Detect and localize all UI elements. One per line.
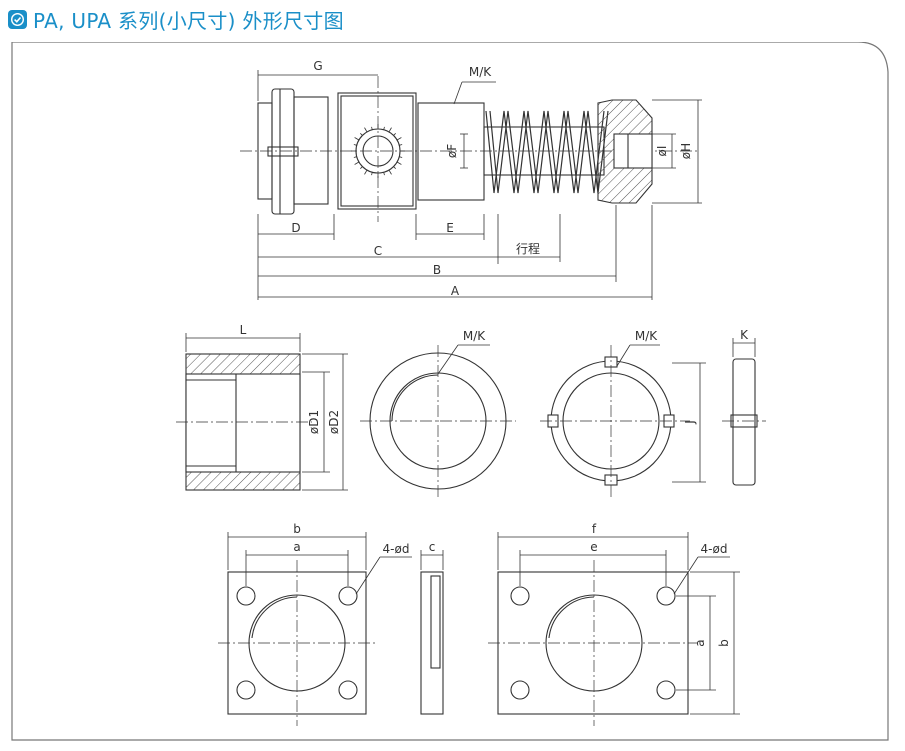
dial-tick (393, 166, 396, 169)
label-stroke: 行程 (516, 241, 540, 256)
label-MK-top: M/K (469, 65, 492, 79)
dial-tick (393, 133, 396, 136)
label-c: c (429, 540, 436, 554)
label-MK-slotted: M/K (635, 329, 658, 343)
label-MK-ring: M/K (463, 329, 486, 343)
dial-tick (399, 156, 403, 158)
drawing-frame: G M/K øF øI øH D E 行程 C B A L øD1 øD2 M/… (11, 42, 895, 742)
dial-tick (383, 126, 385, 130)
dial-tick (360, 133, 363, 136)
technical-drawing: G M/K øF øI øH D E 行程 C B A L øD1 øD2 M/… (11, 42, 889, 741)
label-C: C (374, 244, 382, 258)
flange-square-dimensions (227, 532, 412, 595)
dial-tick (396, 137, 402, 141)
dial-tick (371, 126, 373, 130)
dial-tick (354, 137, 360, 141)
dial-tick (353, 144, 357, 146)
label-holes-left: 4-ød (383, 542, 410, 556)
assembly-dimensions (257, 70, 702, 300)
sleeve-section (176, 353, 312, 491)
dial-tick (364, 169, 368, 175)
label-K: K (740, 328, 749, 342)
frame-border (11, 42, 889, 741)
title-bar: PA, UPA 系列(小尺寸) 外形尺寸图 (8, 4, 344, 34)
dial-tick (354, 161, 360, 165)
flange-rectangular-dimensions (497, 532, 740, 715)
label-J: J (683, 420, 697, 425)
ring-nut-side (722, 338, 766, 486)
label-b-right: b (717, 639, 731, 647)
label-phiI: øI (655, 146, 669, 157)
label-holes-right: 4-ød (701, 542, 728, 556)
dial-tick (388, 127, 392, 133)
dial-tick (353, 156, 357, 158)
label-a-left: a (293, 540, 300, 554)
label-a-right: a (693, 639, 707, 646)
dial-tick (360, 166, 363, 169)
assembly-side-view (240, 76, 700, 222)
ring-nut-front (360, 344, 516, 500)
label-A: A (451, 284, 460, 298)
label-D: D (291, 221, 300, 235)
label-phiF: øF (445, 144, 459, 158)
dial-tick (383, 172, 385, 176)
label-b-left: b (293, 522, 301, 536)
dial-tick (364, 127, 368, 133)
dial-tick (371, 172, 373, 176)
label-phiD2: øD2 (327, 410, 341, 434)
sleeve-dimensions (185, 333, 348, 491)
label-phiH: øH (679, 143, 693, 159)
label-e: e (590, 540, 597, 554)
page-title: PA, UPA 系列(小尺寸) 外形尺寸图 (33, 8, 344, 33)
label-L: L (240, 323, 247, 337)
label-E: E (446, 221, 454, 235)
dial-tick (396, 161, 402, 165)
label-f: f (592, 522, 597, 536)
label-B: B (433, 263, 441, 277)
check-box-icon (8, 9, 27, 29)
flange-square (218, 560, 376, 726)
flange-rectangular (488, 560, 698, 726)
dial-tick (388, 169, 392, 175)
dial-tick (399, 144, 403, 146)
ring-nut-slotted (540, 344, 706, 500)
label-phiD1: øD1 (307, 410, 321, 434)
label-G: G (313, 59, 322, 73)
dial-scale (351, 124, 405, 178)
flange-side (420, 550, 444, 715)
